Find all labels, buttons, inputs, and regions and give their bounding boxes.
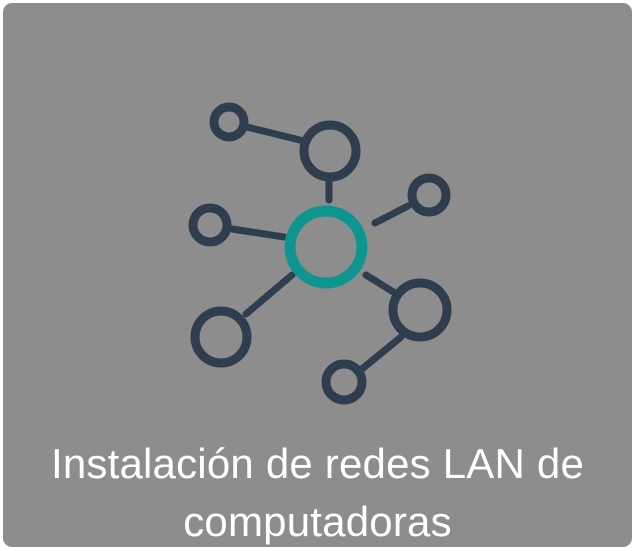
hub-node <box>284 205 368 289</box>
card-title-line-1: Instalación de redes LAN de <box>50 440 585 487</box>
network-nodes-icon <box>188 102 452 405</box>
course-card[interactable]: Instalación de redes LAN de computadoras <box>3 3 632 547</box>
card-title: Instalación de redes LAN de computadoras <box>3 435 632 547</box>
card-title-line-2: computadoras <box>183 498 452 545</box>
